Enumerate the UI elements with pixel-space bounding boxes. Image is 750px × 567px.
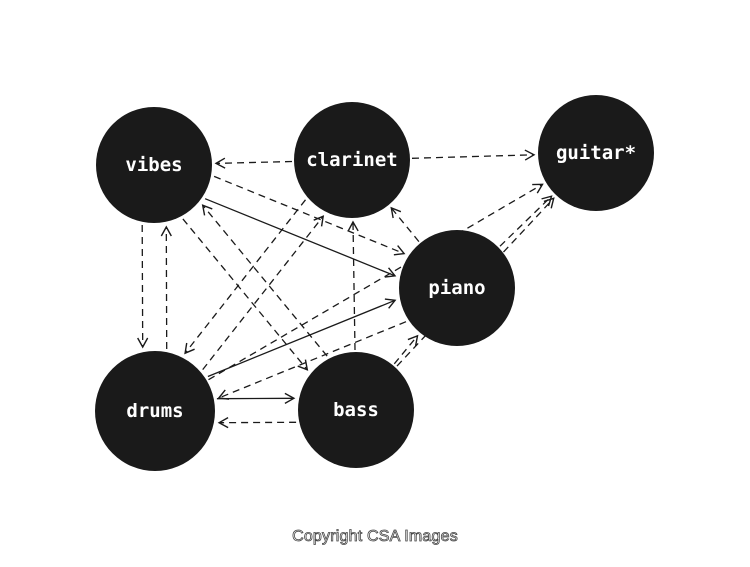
edge-clarinet-to-drums (184, 199, 307, 355)
node-circle-vibes (96, 107, 212, 223)
node-label-drums: drums (126, 400, 183, 422)
node-piano: piano (399, 230, 515, 346)
node-clarinet: clarinet (294, 102, 410, 218)
edge-bass-to-vibes (201, 204, 328, 357)
edge-piano-to-clarinet (390, 206, 420, 243)
edge-clarinet-to-vibes (214, 157, 293, 169)
edge-drums-to-guitar (208, 183, 544, 381)
edge-vibes-to-piano (204, 198, 397, 278)
edge-vibes-to-bass (182, 218, 309, 371)
node-circle-drums (95, 351, 215, 471)
edge-drums-to-piano (207, 298, 397, 378)
node-bass: bass (298, 352, 414, 468)
node-circle-bass (298, 352, 414, 468)
copyright-notice: Copyright CSA Images (292, 528, 458, 546)
node-label-bass: bass (333, 399, 379, 421)
edge-vibes-to-piano (213, 175, 406, 256)
nodes-layer: vibes clarinet guitar* piano drums bass (95, 95, 654, 471)
node-circle-guitar (538, 95, 654, 211)
node-circle-clarinet (294, 102, 410, 218)
edge-drums-to-clarinet (202, 215, 325, 371)
edges-layer (137, 149, 555, 429)
node-guitar: guitar* (538, 95, 654, 211)
node-label-piano: piano (428, 277, 485, 299)
node-drums: drums (95, 351, 215, 471)
node-label-clarinet: clarinet (306, 149, 398, 171)
node-vibes: vibes (96, 107, 212, 223)
edge-piano-to-drums (217, 321, 407, 400)
edge-bass-to-piano (393, 334, 419, 365)
node-label-vibes: vibes (125, 154, 182, 176)
node-circle-piano (399, 230, 515, 346)
edge-clarinet-to-guitar (411, 149, 536, 161)
edge-vibes-to-drums (137, 224, 149, 349)
node-label-guitar: guitar* (556, 142, 636, 164)
edge-piano-to-guitar (499, 195, 553, 247)
edge-bass-to-clarinet (347, 220, 359, 351)
